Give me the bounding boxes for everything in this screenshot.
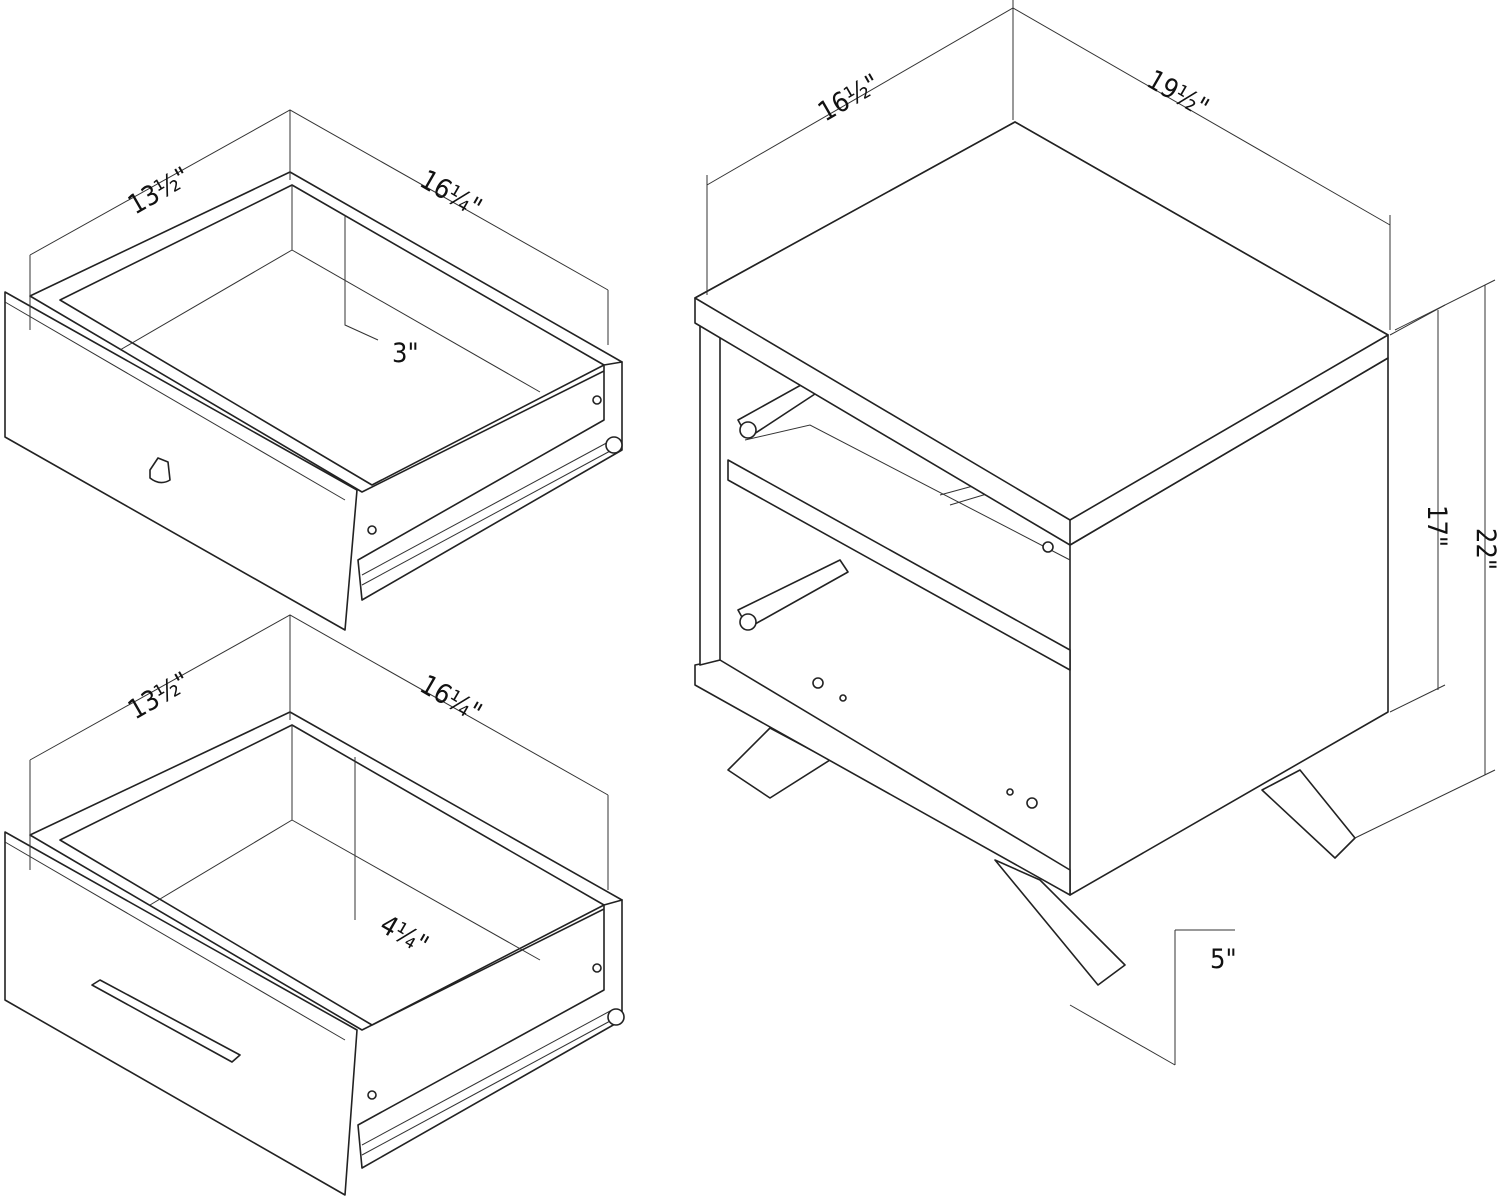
bottom-drawer-depth-label: 13½" bbox=[123, 666, 195, 726]
bottom-drawer-width-label: 16¼" bbox=[415, 669, 487, 729]
knob-icon bbox=[149, 457, 171, 484]
cabinet-width-label: 19½" bbox=[1142, 64, 1214, 124]
bar-handle-icon bbox=[91, 979, 241, 1063]
leg bbox=[1261, 769, 1356, 859]
screw-icon bbox=[839, 694, 847, 702]
screw-icon bbox=[592, 395, 602, 405]
leg-height-label: 5" bbox=[1210, 944, 1237, 975]
screw-icon bbox=[1042, 541, 1054, 553]
slide-roller-icon bbox=[739, 421, 757, 439]
cabinet: 16½" 19½" 17" 22" 5" bbox=[694, 0, 1500, 1066]
leg bbox=[994, 859, 1126, 986]
drawer-rail bbox=[727, 459, 1071, 671]
slide-roller-icon bbox=[607, 1008, 625, 1026]
top-drawer-width-label: 16¼" bbox=[415, 164, 487, 224]
screw-icon bbox=[367, 525, 377, 535]
screw-icon bbox=[367, 1090, 377, 1100]
top-drawer-front bbox=[4, 291, 358, 631]
cabinet-total-height-label: 22" bbox=[1470, 528, 1500, 570]
top-drawer: 13½" 16¼" 3" bbox=[4, 109, 623, 631]
bottom-drawer-front bbox=[4, 831, 358, 1196]
front-post bbox=[699, 319, 721, 666]
top-drawer-height-label: 3" bbox=[392, 338, 419, 369]
screw-icon bbox=[1006, 788, 1014, 796]
screw-icon bbox=[812, 677, 824, 689]
screw-icon bbox=[1026, 797, 1038, 809]
bottom-drawer-side bbox=[357, 899, 623, 1169]
slide-roller-icon bbox=[739, 613, 757, 631]
top-drawer-depth-label: 13½" bbox=[123, 161, 195, 221]
top-drawer-side bbox=[357, 361, 623, 601]
slide-roller-icon bbox=[605, 436, 623, 454]
cabinet-top bbox=[694, 121, 1389, 521]
cabinet-body-height-label: 17" bbox=[1421, 505, 1452, 547]
cabinet-depth-label: 16½" bbox=[813, 68, 885, 128]
bottom-drawer: 13½" 16¼" 4¼" bbox=[4, 614, 625, 1196]
screw-icon bbox=[592, 963, 602, 973]
